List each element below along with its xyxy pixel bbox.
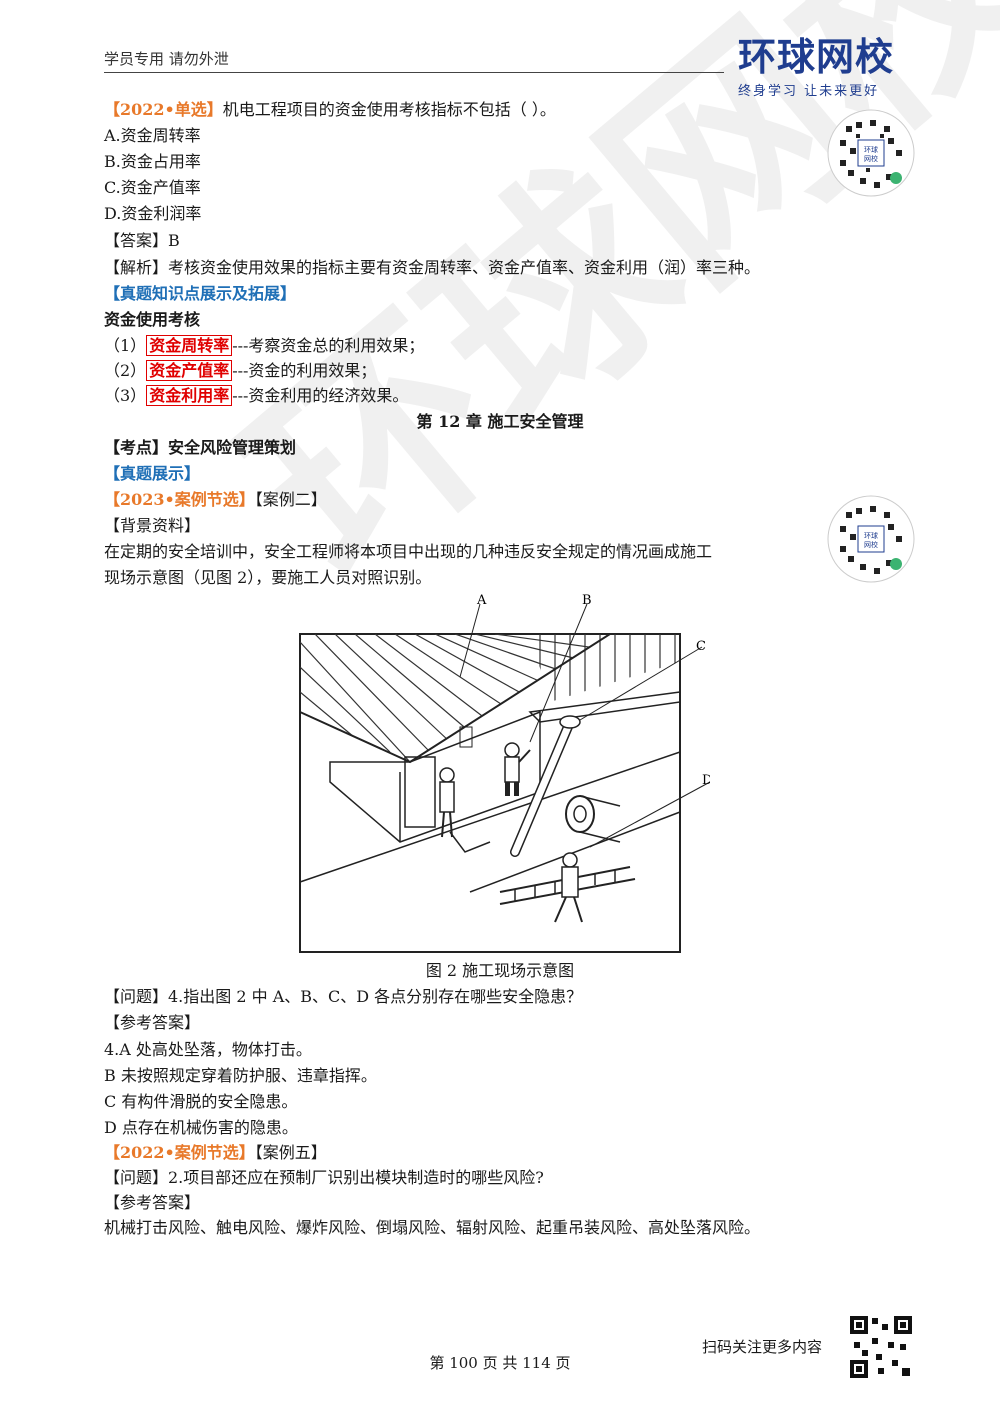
case-tag: 【2023•案例节选】 (104, 490, 255, 509)
item-desc: ---资金的利用效果； (232, 361, 377, 380)
background-text: 在定期的安全培训中，安全工程师将本项目中出现的几种违反安全规定的情况画成施工 (104, 542, 713, 561)
answer-line: 机械打击风险、触电风险、爆炸风险、倒塌风险、辐射风险、起重吊装风险、高处坠落风险… (104, 1218, 761, 1237)
answer-line: B 未按照规定穿着防护服、违章指挥。 (104, 1066, 377, 1085)
case-question: 【问题】2.项目部还应在预制厂识别出模块制造时的哪些风险? (104, 1168, 544, 1187)
chapter-title: 第 12 章 施工安全管理 (416, 412, 584, 431)
question-stem: 机电工程项目的资金使用考核指标不包括（ ）。 (222, 100, 556, 119)
key-term: 资金利用率 (146, 385, 233, 406)
brand-logo: 环球网校 终身学习 让未来更好 (738, 36, 918, 99)
key-term: 资金产值率 (146, 360, 233, 381)
logo-text: 环球网校 (738, 35, 895, 79)
background-text: 现场示意图（见图 2），要施工人员对照识别。 (104, 568, 432, 587)
exam-point: 【考点】安全风险管理策划 (104, 438, 297, 457)
figure-caption: 图 2 施工现场示意图 (425, 961, 575, 980)
case-tag: 【2022•案例节选】 (104, 1143, 255, 1162)
figure-label-b: B (582, 593, 592, 608)
case-question: 【问题】4.指出图 2 中 A、B、C、D 各点分别存在哪些安全隐患？ (104, 987, 583, 1006)
svg-text:环球: 环球 (864, 531, 878, 540)
key-term: 资金周转率 (146, 335, 233, 356)
knowledge-title: 资金使用考核 (104, 310, 201, 329)
option-b: B.资金占用率 (104, 152, 201, 171)
qr-code-icon[interactable]: 环球 网校 (826, 494, 916, 584)
qr-code-icon[interactable]: 环球 网校 (826, 108, 916, 198)
case-header: 【2023•案例节选】【案例二】 (104, 487, 327, 513)
case-label: 【案例二】 (254, 490, 327, 509)
background-label: 【背景资料】 (104, 516, 201, 535)
knowledge-item: （3）资金利用率---资金利用的经济效果。 (104, 383, 408, 409)
item-desc: ---资金利用的经济效果。 (232, 386, 409, 405)
qr-code-icon[interactable] (848, 1314, 914, 1380)
knowledge-item: （2）资金产值率---资金的利用效果； (104, 358, 376, 384)
option-d: D.资金利润率 (104, 204, 202, 223)
answer-line: 4.A 处高处坠落，物体打击。 (104, 1040, 312, 1059)
item-number: （1） (104, 336, 147, 355)
scan-prompt: 扫码关注更多内容 (702, 1338, 823, 1356)
answer-line: D 点存在机械伤害的隐患。 (104, 1118, 298, 1137)
figure-label-c: C (696, 639, 706, 654)
section-heading: 【真题展示】 (104, 464, 201, 483)
construction-site-illustration: A B C D (299, 593, 710, 953)
svg-text:环球: 环球 (864, 145, 878, 154)
answer: 【答案】B (104, 231, 180, 250)
logo-slogan: 终身学习 让未来更好 (738, 84, 880, 99)
item-number: （3） (104, 386, 147, 405)
reference-answer-label: 【参考答案】 (104, 1013, 201, 1032)
item-desc: ---考察资金总的利用效果； (232, 336, 425, 355)
svg-text:网校: 网校 (864, 540, 878, 549)
answer-line: C 有构件滑脱的安全隐患。 (104, 1092, 298, 1111)
reference-answer-label: 【参考答案】 (104, 1193, 201, 1212)
knowledge-item: （1）资金周转率---考察资金总的利用效果； (104, 333, 424, 359)
option-c: C.资金产值率 (104, 178, 201, 197)
figure-label-d: D (702, 773, 710, 788)
knowledge-heading: 【真题知识点展示及拓展】 (104, 284, 297, 303)
svg-text:网校: 网校 (864, 154, 878, 163)
question-1: 【2022•单选】机电工程项目的资金使用考核指标不包括（ ）。 (104, 97, 556, 123)
option-a: A.资金周转率 (104, 126, 201, 145)
analysis: 【解析】考核资金使用效果的指标主要有资金周转率、资金产值率、资金利用（润）率三种… (104, 258, 761, 277)
page-number: 第 100 页 共 114 页 (429, 1354, 571, 1372)
header-note: 学员专用 请勿外泄 (104, 50, 229, 68)
figure-label-a: A (476, 593, 487, 608)
case-label: 【案例五】 (254, 1143, 327, 1162)
question-tag: 【2022•单选】 (104, 100, 223, 119)
item-number: （2） (104, 361, 147, 380)
case-header: 【2022•案例节选】【案例五】 (104, 1140, 327, 1166)
header-divider (104, 72, 724, 73)
